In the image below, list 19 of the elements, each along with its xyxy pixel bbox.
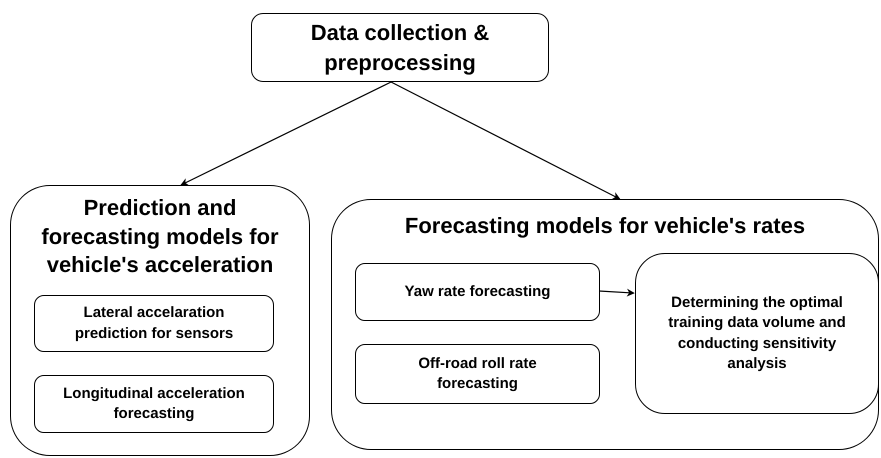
group-title: Prediction and forecasting models for vehicle's acceleration xyxy=(40,194,280,280)
box-label: Data collection & preprocessing xyxy=(310,18,490,77)
arrow xyxy=(390,81,620,200)
process-box xyxy=(251,13,549,82)
group-container xyxy=(331,199,879,450)
arrow xyxy=(180,81,392,186)
process-box xyxy=(34,375,274,433)
process-box xyxy=(34,295,274,352)
group-container xyxy=(10,185,310,456)
box-label: Off-road roll rate forecasting xyxy=(417,354,538,394)
box-label: Lateral accelaration prediction for sensors xyxy=(74,303,234,344)
box-label: Longitudinal acceleration forecasting xyxy=(62,384,246,424)
process-box xyxy=(635,253,879,414)
process-box xyxy=(355,263,600,321)
process-box xyxy=(355,344,600,404)
box-label: Determining the optimal training data volume and conducting sensitivity analysis xyxy=(667,293,847,374)
arrow xyxy=(598,288,635,297)
box-label: Yaw rate forecasting xyxy=(404,282,550,302)
group-title: Forecasting models for vehicle's rates xyxy=(404,212,806,240)
